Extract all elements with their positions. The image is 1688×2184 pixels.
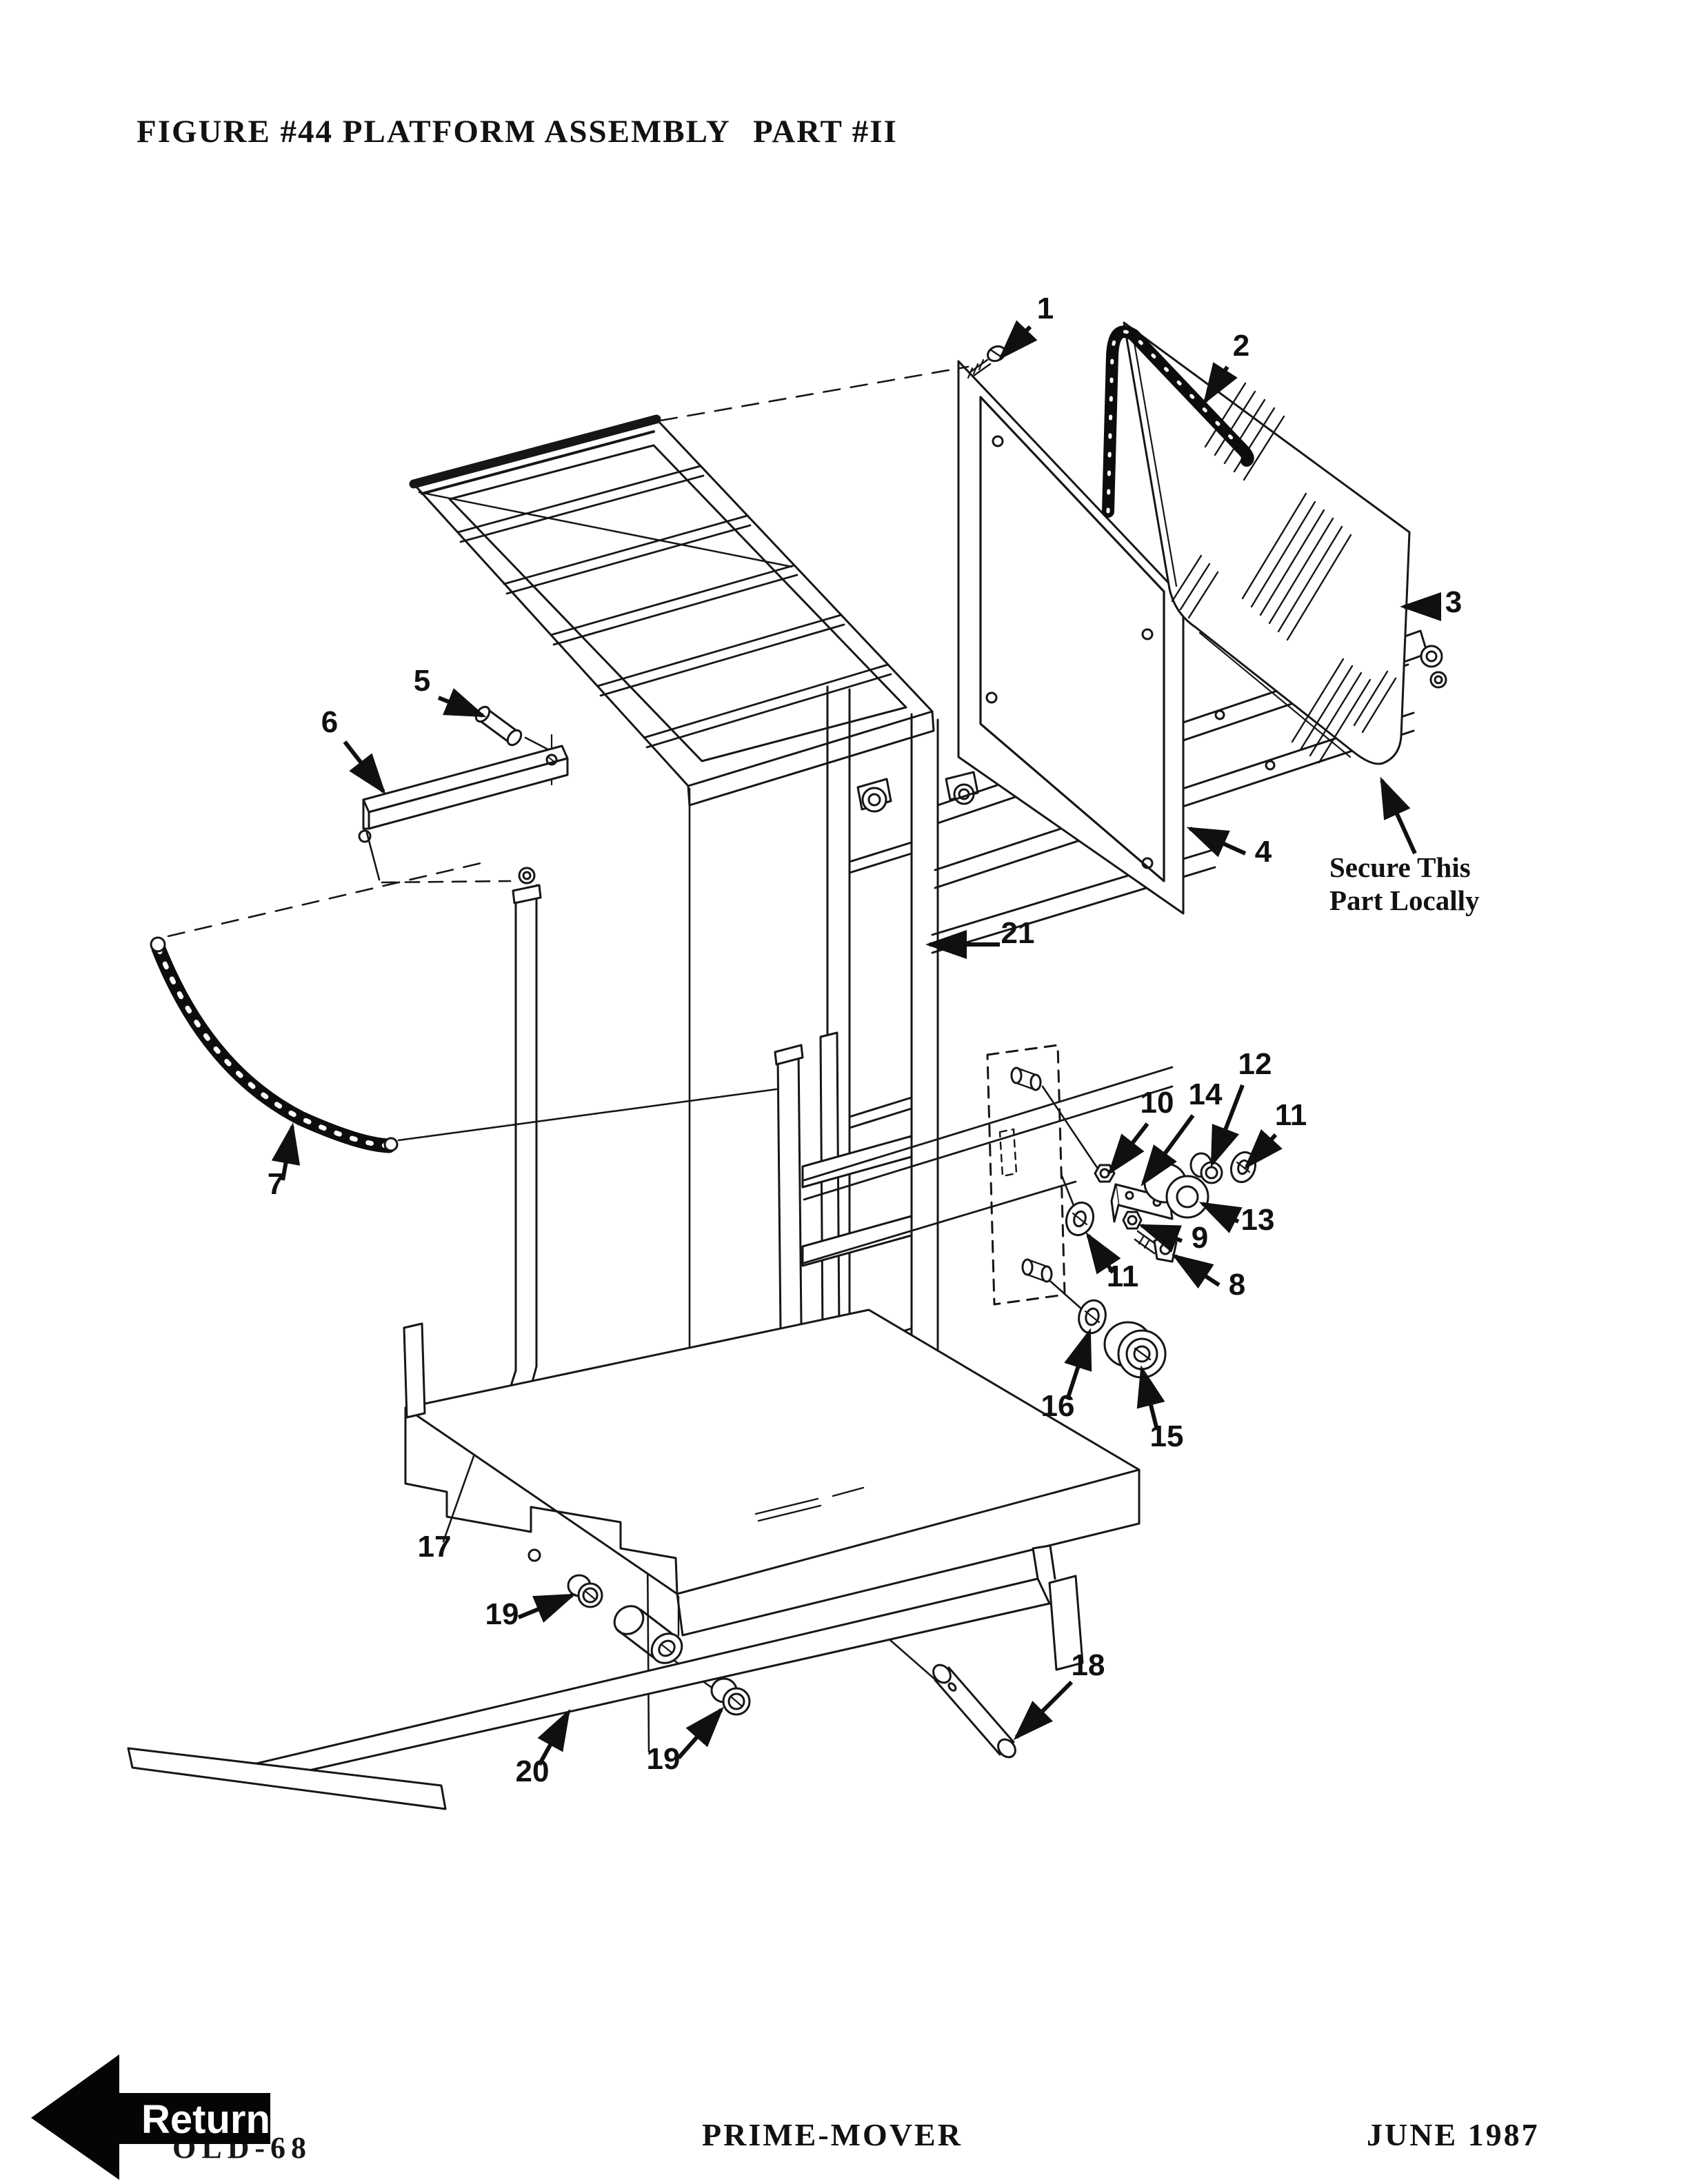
callout-label-12: 12 <box>1238 1047 1272 1081</box>
callout-label-5: 5 <box>414 664 430 698</box>
mounting-screw <box>967 345 1007 379</box>
callout-arrow-19 <box>517 1593 576 1623</box>
return-button[interactable]: OLD-68 Return <box>31 2054 312 2180</box>
platform-base <box>403 1308 1141 1637</box>
safety-chain <box>150 936 399 1153</box>
callout-arrow-18 <box>1013 1680 1074 1741</box>
callout-3: 3 <box>1400 585 1462 621</box>
callout-arrow-4 <box>1186 827 1247 858</box>
callout-label-20: 20 <box>516 1755 550 1788</box>
callout-arrow-9 <box>1138 1224 1183 1253</box>
footer-date: JUNE 1987 <box>1367 2117 1540 2152</box>
glass-hatching <box>1171 382 1397 764</box>
callout-1: 1 <box>998 292 1054 361</box>
return-button-banner[interactable] <box>117 2093 270 2144</box>
callout-17: 17 <box>418 1530 452 1564</box>
callout-label-3: 3 <box>1445 585 1462 619</box>
callout-label-7: 7 <box>268 1167 284 1201</box>
figure-part-number: PART #II <box>753 114 898 150</box>
callout-label-13: 13 <box>1241 1203 1275 1237</box>
callout-label-19: 19 <box>647 1742 681 1776</box>
fork-lower <box>127 1747 447 1810</box>
callout-16: 16 <box>1041 1328 1092 1423</box>
callout-label-14: 14 <box>1189 1078 1223 1111</box>
return-button-label[interactable]: Return <box>141 2097 270 2142</box>
callout-label-2: 2 <box>1233 329 1249 363</box>
callout-11: 11 <box>1085 1232 1139 1293</box>
callout-2: 2 <box>1203 329 1249 405</box>
side-bar <box>358 745 569 843</box>
fork-sleeve <box>567 1574 751 1716</box>
callout-label-19: 19 <box>485 1597 519 1631</box>
callout-18: 18 <box>1013 1648 1105 1741</box>
callout-11: 11 <box>1243 1098 1307 1170</box>
callout-arrow-16 <box>1064 1328 1092 1400</box>
callout-arrow-10 <box>1107 1122 1149 1175</box>
callout-arrow-2 <box>1203 362 1238 405</box>
callout-12: 12 <box>1210 1047 1272 1168</box>
callout-19: 19 <box>647 1706 724 1776</box>
callout-6: 6 <box>321 705 386 795</box>
callout-13: 13 <box>1198 1202 1275 1237</box>
secure-note-line2: Part Locally <box>1329 884 1480 916</box>
callout-label-17: 17 <box>418 1530 452 1564</box>
fork-pin <box>932 1664 1016 1759</box>
guard-post <box>505 867 542 1409</box>
callout-5: 5 <box>414 664 487 718</box>
mast-roller <box>856 771 979 813</box>
callout-10: 10 <box>1107 1086 1174 1175</box>
callout-arrow-5 <box>437 688 487 718</box>
callout-arrow-7 <box>271 1122 301 1181</box>
trim-strip <box>1102 325 1254 518</box>
canopy-roof <box>409 414 935 807</box>
callout-label-11: 11 <box>1275 1098 1307 1132</box>
callout-label-4: 4 <box>1255 835 1272 869</box>
callout-label-8: 8 <box>1229 1268 1245 1302</box>
callout-label-6: 6 <box>321 705 338 739</box>
callout-8: 8 <box>1171 1253 1245 1302</box>
callout-label-11: 11 <box>1107 1260 1139 1293</box>
mounting-plate-dashed <box>986 1044 1066 1306</box>
callout-arrow-6 <box>343 740 386 795</box>
callout-arrow-8 <box>1171 1253 1220 1289</box>
figure-title: FIGURE #44 PLATFORM ASSEMBLY <box>137 114 731 150</box>
callout-arrow-1 <box>998 320 1038 361</box>
return-arrow-icon[interactable] <box>31 2054 119 2180</box>
roller-hardware <box>1065 1151 1257 1379</box>
footer-brand: PRIME-MOVER <box>702 2117 963 2152</box>
callout-label-16: 16 <box>1041 1389 1075 1423</box>
callout-19: 19 <box>485 1593 576 1631</box>
callout-14: 14 <box>1141 1078 1223 1186</box>
callout-label-21: 21 <box>1001 916 1035 950</box>
callout-label-15: 15 <box>1150 1419 1184 1453</box>
callout-arrow-20 <box>537 1708 570 1766</box>
callout-4: 4 <box>1186 827 1272 869</box>
callout-label-1: 1 <box>1037 292 1054 325</box>
secure-note-line1: Secure This <box>1329 851 1471 883</box>
roll-pin <box>474 705 523 747</box>
secure-note: Secure This Part Locally <box>1329 776 1480 916</box>
glass-panel <box>1123 321 1411 765</box>
callout-arrow-15 <box>1136 1365 1165 1430</box>
callout-21: 21 <box>925 916 1035 959</box>
callout-arrow-11 <box>1085 1232 1121 1275</box>
callout-7: 7 <box>268 1122 301 1201</box>
callout-arrow-11 <box>1243 1129 1283 1170</box>
backrest-panel <box>957 360 1185 915</box>
callout-arrow-13 <box>1198 1202 1243 1233</box>
callout-label-9: 9 <box>1192 1221 1208 1255</box>
fork-roller <box>613 1605 683 1664</box>
callout-label-10: 10 <box>1141 1086 1174 1120</box>
callout-arrow-14 <box>1141 1114 1195 1186</box>
callout-arrow-12 <box>1210 1084 1245 1168</box>
callout-arrow-19 <box>676 1706 724 1759</box>
callout-15: 15 <box>1136 1365 1184 1453</box>
callout-20: 20 <box>516 1708 570 1788</box>
callout-label-18: 18 <box>1072 1648 1105 1682</box>
